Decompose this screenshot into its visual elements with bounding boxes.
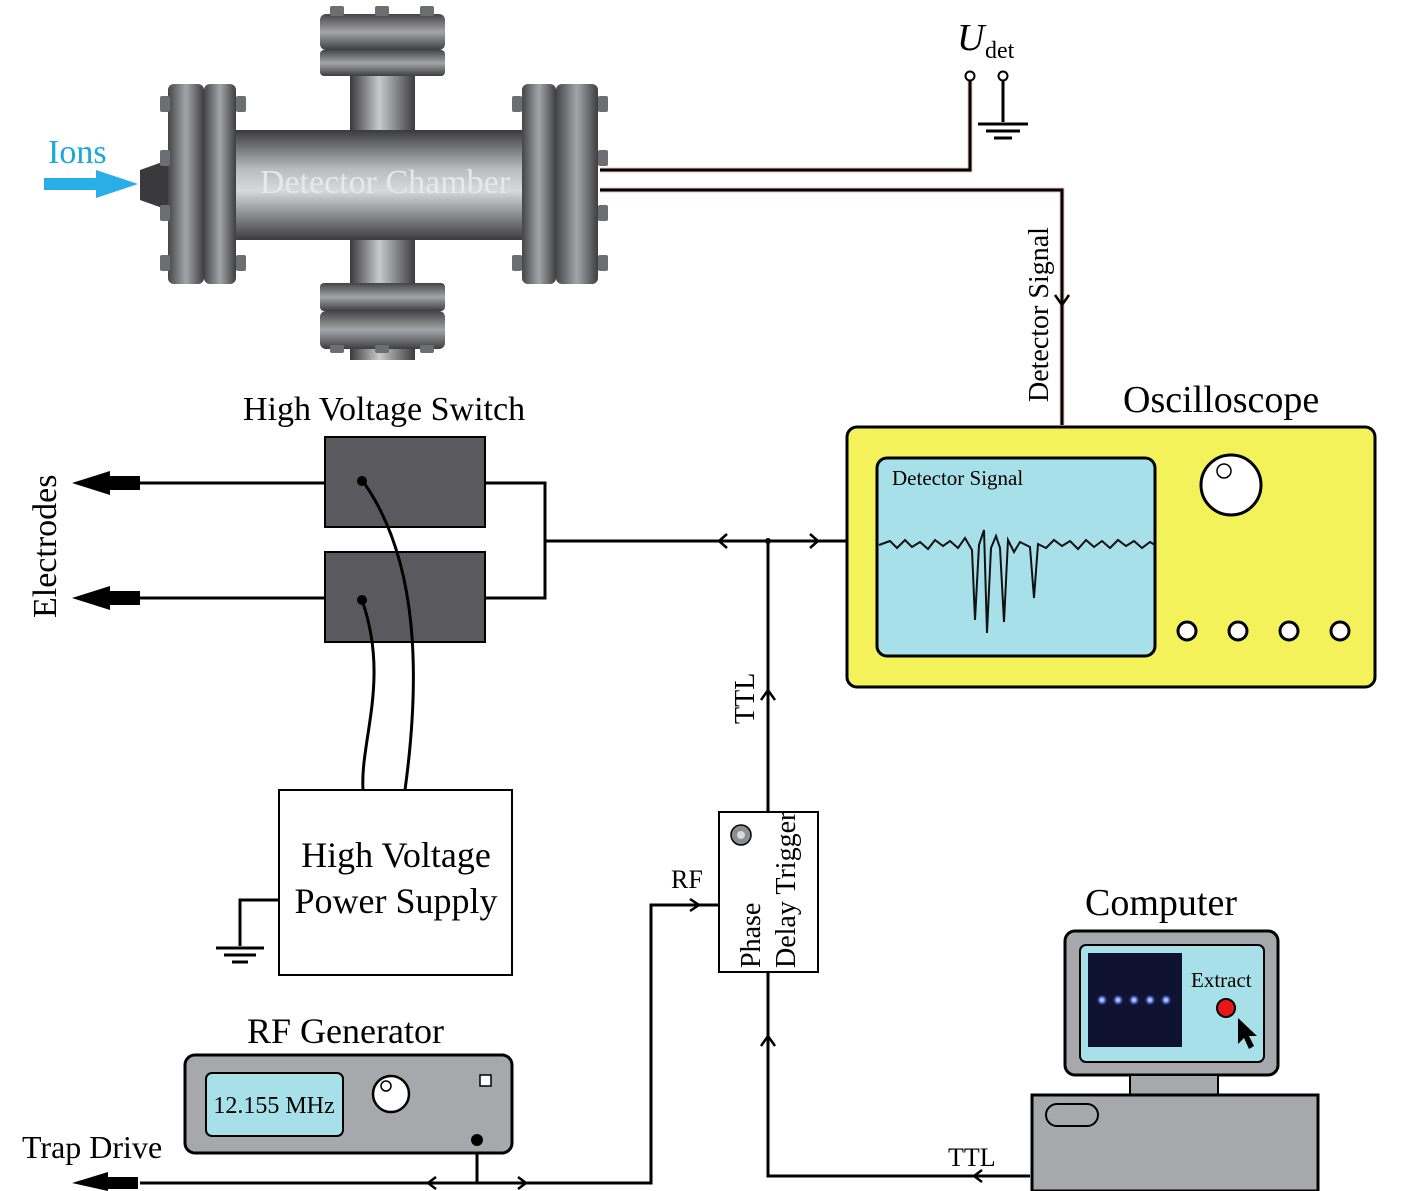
rf-generator-label: RF Generator: [247, 1011, 444, 1051]
chamber-left-flange-ring: [204, 84, 236, 284]
rf-generator-knob-marker: [380, 1080, 392, 1092]
chamber-horizontal-tube: [200, 130, 560, 240]
electrode-arrow-lower-icon: [72, 586, 140, 610]
switch-upper-terminal-icon: [357, 476, 367, 486]
oscilloscope-label: Oscilloscope: [1123, 379, 1319, 421]
chamber-bottom-flange: [320, 283, 445, 311]
oscilloscope-input-2[interactable]: [1227, 620, 1249, 642]
detector-chamber-label: Detector Chamber: [260, 164, 511, 201]
oscilloscope-screen-title: Detector Signal: [892, 466, 1023, 490]
phase-delay-label-line1: Phase: [736, 903, 767, 968]
rf-output-terminal-icon: [471, 1134, 483, 1146]
rf-generator-indicator[interactable]: [479, 1074, 492, 1087]
oscilloscope: Oscilloscope Detector Signal: [845, 379, 1377, 689]
chamber-right-flange: [522, 84, 556, 284]
hv-power-supply-label-line2: Power Supply: [294, 881, 497, 921]
u-det-label: U: [957, 17, 987, 59]
ground-terminal-icon: [997, 70, 1009, 82]
computer: Computer Extract: [1030, 882, 1320, 1191]
oscilloscope-input-1[interactable]: [1176, 620, 1198, 642]
computer-label: Computer: [1085, 882, 1237, 924]
switch-wires: [140, 479, 847, 812]
trap-drive-label: Trap Drive: [22, 1129, 162, 1165]
oscilloscope-screen: [875, 456, 1157, 658]
oscilloscope-input-4[interactable]: [1329, 620, 1351, 642]
junction-dot: [765, 538, 771, 544]
detector-trace: [878, 529, 1156, 634]
u-det-subscript: det: [985, 38, 1015, 64]
trigger-wires: [140, 897, 1030, 1190]
extract-label: Extract: [1191, 968, 1252, 992]
electrodes-label: Electrodes: [27, 475, 64, 619]
hv-switch-upper: [324, 436, 486, 528]
ions-label: Ions: [48, 134, 107, 171]
chamber-inlet-nozzle: [140, 160, 168, 210]
electrode-arrow-upper-icon: [72, 471, 140, 495]
rf-generator: RF Generator 12.155 MHz: [183, 1011, 514, 1155]
rf-label: RF: [671, 865, 703, 894]
phase-delay-label-line2: Delay Trigger: [771, 811, 802, 968]
detector-signal-wire-label: Detector Signal: [1024, 227, 1055, 402]
oscilloscope-knob-icon[interactable]: [1199, 453, 1263, 517]
hv-ground-icon: [216, 898, 279, 964]
ion-beam-arrow-icon: [44, 170, 138, 198]
oscilloscope-input-3[interactable]: [1278, 620, 1300, 642]
ttl-bottom-label: TTL: [948, 1143, 996, 1172]
hv-switch-lower: [324, 551, 486, 643]
u-det-terminal-icon: [964, 70, 976, 82]
rf-generator-knob-icon[interactable]: [371, 1074, 411, 1114]
extract-button[interactable]: [1216, 998, 1236, 1018]
phase-delay-knob-center: [737, 831, 745, 839]
hv-power-supply-label-line1: High Voltage: [301, 835, 491, 875]
trap-drive-arrow-icon: [72, 1172, 138, 1191]
computer-stand: [1129, 1074, 1219, 1096]
disk-drive-slot[interactable]: [1045, 1103, 1099, 1127]
oscilloscope-knob-marker: [1216, 463, 1232, 479]
chamber-bolts: [160, 6, 608, 353]
frequency-display: [205, 1072, 344, 1137]
high-voltage-switch-label: High Voltage Switch: [243, 391, 525, 428]
chamber-left-flange: [168, 84, 204, 284]
chamber-right-flange-ring: [556, 84, 598, 284]
mouse-cursor-icon: [1238, 1018, 1257, 1049]
frequency-value: 12.155 MHz: [213, 1093, 334, 1119]
chamber-bottom-flange-ring: [320, 311, 445, 349]
chamber-top-flange-ring: [320, 50, 445, 76]
switch-lower-terminal-icon: [357, 595, 367, 605]
hv-power-supply: [278, 789, 513, 976]
ion-crystal-spots: [1096, 994, 1172, 1006]
detector-chamber: Detector Chamber: [140, 6, 608, 360]
chamber-top-flange: [320, 14, 445, 50]
ttl-up-label: TTL: [730, 673, 761, 724]
detector-wires: [600, 80, 1071, 425]
